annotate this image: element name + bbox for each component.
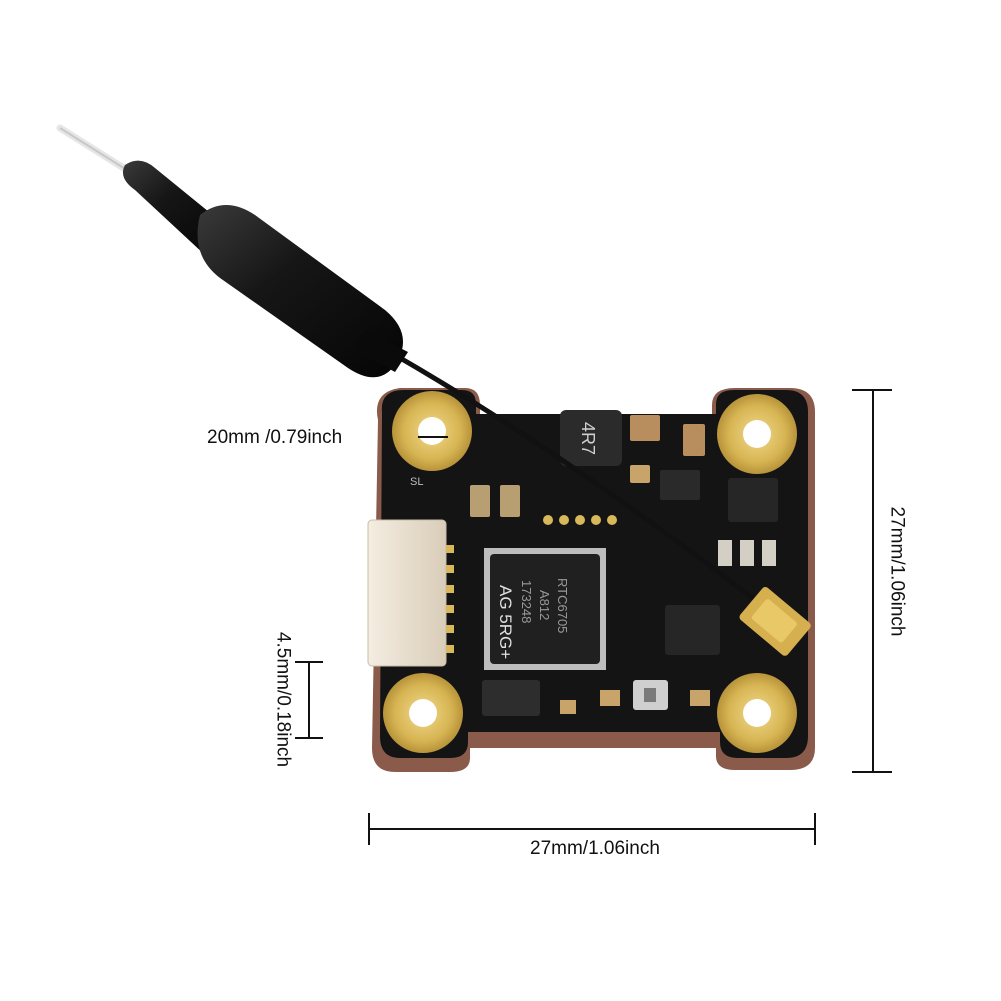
secondary-chip-top-right <box>728 478 778 522</box>
connector-dimension-bottom-tick <box>295 737 323 739</box>
antenna-coax <box>393 352 757 602</box>
main-chip <box>490 554 600 664</box>
mounting-pad-bottom-right <box>717 673 797 753</box>
ufl-connector <box>739 587 811 656</box>
antenna-shrink-thick <box>197 205 403 378</box>
height-dimension-top-tick <box>852 389 892 391</box>
width-dimension-left-tick <box>368 813 370 845</box>
height-dimension-bottom-tick <box>852 771 892 773</box>
main-chip-marking-3: 173248 <box>519 580 534 623</box>
inductor-marking: 4R7 <box>578 422 598 455</box>
regulator-chip <box>482 680 540 716</box>
antenna <box>56 124 408 378</box>
connector <box>367 519 447 667</box>
mounting-pad-bottom-left <box>383 673 463 753</box>
inductor <box>560 410 622 466</box>
secondary-chip-right <box>665 605 720 655</box>
main-chip-marking-1: RTC6705 <box>555 578 570 633</box>
silk-label-top: SL <box>410 476 423 488</box>
board-width-label: 27mm/1.06inch <box>530 838 660 859</box>
connector-dimension-top-tick <box>295 661 323 663</box>
board-height-label: 27mm/1.06inch <box>886 506 908 637</box>
test-pads <box>543 515 617 525</box>
antenna-spacing-line <box>418 436 448 438</box>
connector-dimension-line <box>308 662 310 738</box>
switch-knob <box>644 688 656 702</box>
main-chip-marking-2: A812 <box>537 590 552 620</box>
width-dimension-line <box>369 828 815 830</box>
connector-pins <box>446 545 454 653</box>
smd-components <box>470 415 776 714</box>
connector-height-label: 4.5mm/0.18inch <box>272 631 294 768</box>
mounting-pad-top-right <box>717 394 797 474</box>
antenna-spacing-label: 20mm /0.79inch <box>207 427 343 448</box>
width-dimension-right-tick <box>814 813 816 845</box>
silk-label-left: AG 5RG+ <box>496 585 515 659</box>
mounting-pad-top-left <box>392 391 472 471</box>
height-dimension-line <box>872 390 874 772</box>
